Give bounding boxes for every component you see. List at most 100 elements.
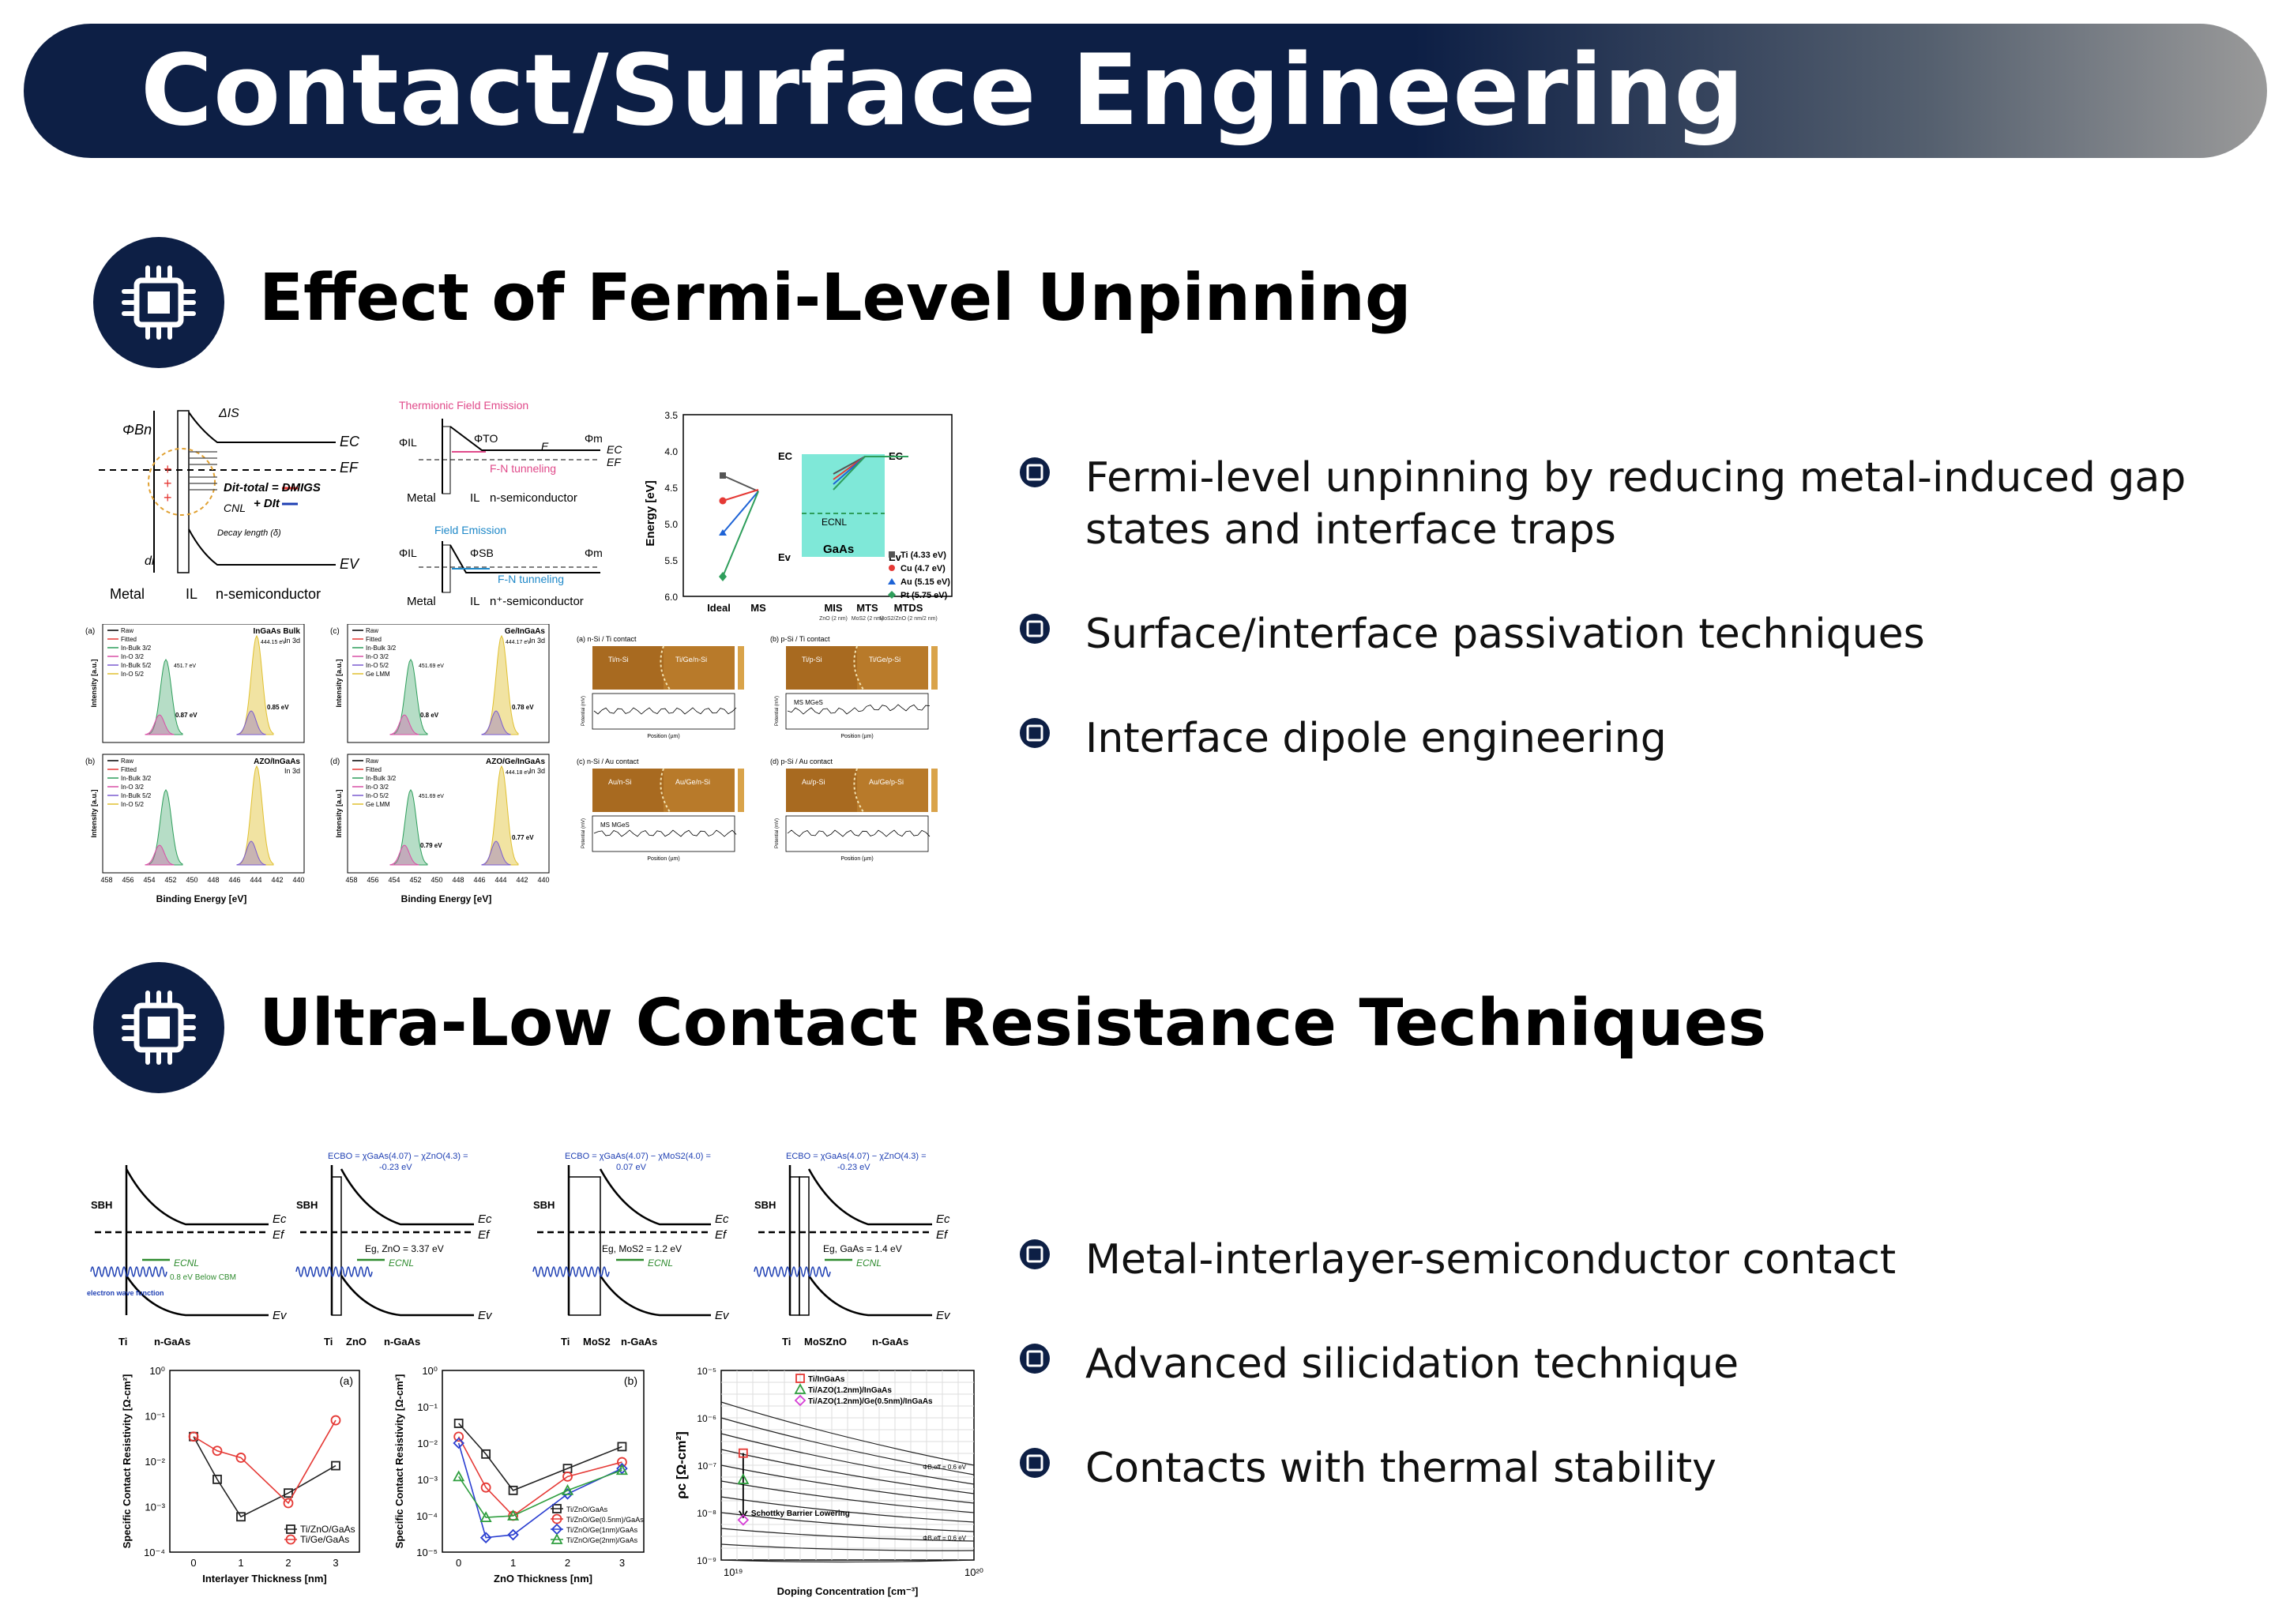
xps-peak <box>481 710 511 735</box>
y-axis-label: Specific Contact Resistivity [Ω-cm²] <box>121 1374 133 1549</box>
data-point <box>508 1485 518 1495</box>
ec-label: Ec <box>273 1212 287 1226</box>
xps-legend-label: In-Bulk 5/2 <box>121 662 152 669</box>
kpfm-map-left <box>786 769 857 812</box>
kpfm-colorbar <box>738 769 744 812</box>
svg-text:Φm: Φm <box>585 547 603 559</box>
data-point <box>188 1431 199 1442</box>
x-tick: 10¹⁹ <box>724 1566 743 1578</box>
cnl-note: 0.8 eV Below CBM <box>170 1273 236 1282</box>
legend-label: Ti/AZO(1.2nm)/InGaAs <box>808 1386 892 1395</box>
xps-sub: In 3d <box>529 767 545 775</box>
svg-text:4.5: 4.5 <box>664 483 678 494</box>
xps-legend-label: Fitted <box>121 766 137 773</box>
barrier-curve <box>720 1559 975 1563</box>
data-point <box>284 1488 293 1498</box>
xps-ylabel: Intensity [a.u.] <box>335 659 343 707</box>
xps-legend-label: Raw <box>366 627 378 634</box>
kpfm-profile-line <box>787 704 931 715</box>
energy-level-plot: GaAs EC Ev EC Ev ECNL 3.5 4.0 4.5 5.0 5.… <box>644 410 953 622</box>
title-banner <box>24 24 2267 158</box>
xps-xtick: 440 <box>292 876 304 884</box>
y-axis-label: Specific Contact Resistivity [Ω-cm²] <box>393 1374 405 1549</box>
ecnl-label: ECNL <box>856 1257 882 1269</box>
x-tick: 3 <box>619 1557 625 1569</box>
data-point <box>283 1498 294 1509</box>
svg-text:Cu (4.7 eV): Cu (4.7 eV) <box>901 564 946 573</box>
x-tick: 0 <box>190 1557 196 1569</box>
data-point <box>286 1524 295 1534</box>
y-tick: 10⁻⁴ <box>416 1510 438 1522</box>
kpfm-colorbar <box>931 646 938 690</box>
kpfm-profile-line <box>787 829 931 837</box>
x-tick: 1 <box>510 1557 516 1569</box>
layer-label: Ti <box>118 1336 127 1348</box>
x-tick: 2 <box>565 1557 570 1569</box>
data-point <box>738 1448 748 1458</box>
xps-legend-label: Fitted <box>366 766 382 773</box>
svg-text:3.5: 3.5 <box>664 410 678 421</box>
wave-function <box>754 1266 831 1277</box>
xps-legend-label: Fitted <box>366 636 382 643</box>
data-point <box>551 1513 562 1524</box>
valence-band <box>807 1275 932 1317</box>
xps-peak-label: 444.18 eV <box>506 770 531 776</box>
kpfm-profile-line <box>593 829 737 837</box>
bullet-item: Interface dipole engineering <box>1019 712 2251 765</box>
svg-text:6.0: 6.0 <box>664 592 678 603</box>
y-tick: 10⁻² <box>145 1456 165 1468</box>
svg-text:EC: EC <box>607 443 622 456</box>
xps-xtick: 446 <box>473 876 485 884</box>
sbh-label: SBH <box>754 1199 776 1211</box>
xps-peak <box>149 789 183 866</box>
bullet-item: Contacts with thermal stability <box>1019 1442 2251 1494</box>
xps-legend-label: Ge LMM <box>366 801 390 808</box>
bandgap-label: Eg, GaAs = 1.4 eV <box>823 1243 902 1254</box>
bandgap-label: Eg, ZnO = 3.37 eV <box>365 1243 444 1254</box>
data-point <box>453 1437 464 1449</box>
xps-peak-label: 444.17 eV <box>506 640 531 645</box>
svg-text:EF: EF <box>607 456 622 468</box>
xps-peak <box>236 840 266 866</box>
svg-text:F-N tunneling: F-N tunneling <box>490 462 556 475</box>
data-point <box>794 1383 807 1394</box>
xps-shift-label: 0.85 eV <box>267 704 289 711</box>
xps-legend-label: In-O 3/2 <box>366 653 389 660</box>
ef-label: Ef <box>715 1228 728 1242</box>
svg-text:Ti (4.33 eV): Ti (4.33 eV) <box>901 551 946 560</box>
xps-xtick: 446 <box>228 876 240 884</box>
xps-shift-label: 0.8 eV <box>420 712 439 719</box>
data-point <box>794 1394 807 1407</box>
xps-panel-tag: (a) <box>85 627 95 636</box>
kpfm-left-label: Ti/n-Si <box>608 656 629 664</box>
layer-label: Ti <box>324 1336 333 1348</box>
svg-text:EC: EC <box>340 434 360 449</box>
xps-peak-label: 451.7 eV <box>174 664 196 669</box>
kpfm-title: (d) p-Si / Au contact <box>770 757 833 765</box>
kpfm-profile-frame <box>785 815 929 852</box>
xps-legend-label: In-O 5/2 <box>121 671 144 678</box>
layer-label: Ti <box>782 1336 791 1348</box>
plot-frame <box>169 1370 360 1553</box>
ev-label: Ev <box>478 1309 493 1322</box>
xps-legend-label: In-O 5/2 <box>366 792 389 799</box>
svg-text:Pt (5.75 eV): Pt (5.75 eV) <box>901 591 948 600</box>
xps-panel-tag: (d) <box>330 757 340 766</box>
xps-peak <box>239 765 274 866</box>
kpfm-profile-line <box>593 707 737 715</box>
xps-xtick: 452 <box>409 876 421 884</box>
data-point <box>551 1533 563 1544</box>
barrier-curve <box>720 1543 975 1551</box>
xps-xtick: 450 <box>431 876 442 884</box>
cbo-equation: ECBO = χGaAs(4.07) − χZnO(4.3) = <box>328 1152 468 1161</box>
interlayer <box>799 1176 810 1316</box>
xps-xtick: 456 <box>367 876 378 884</box>
x-tick: 1 <box>238 1557 243 1569</box>
svg-text:CNL: CNL <box>224 502 246 514</box>
kpfm-map-left <box>786 646 857 690</box>
ecnl-label: ECNL <box>389 1257 414 1269</box>
legend-label: Ti/InGaAs <box>808 1375 845 1384</box>
xps-xtick: 448 <box>452 876 464 884</box>
bullet-chip-icon <box>1020 1448 1050 1478</box>
